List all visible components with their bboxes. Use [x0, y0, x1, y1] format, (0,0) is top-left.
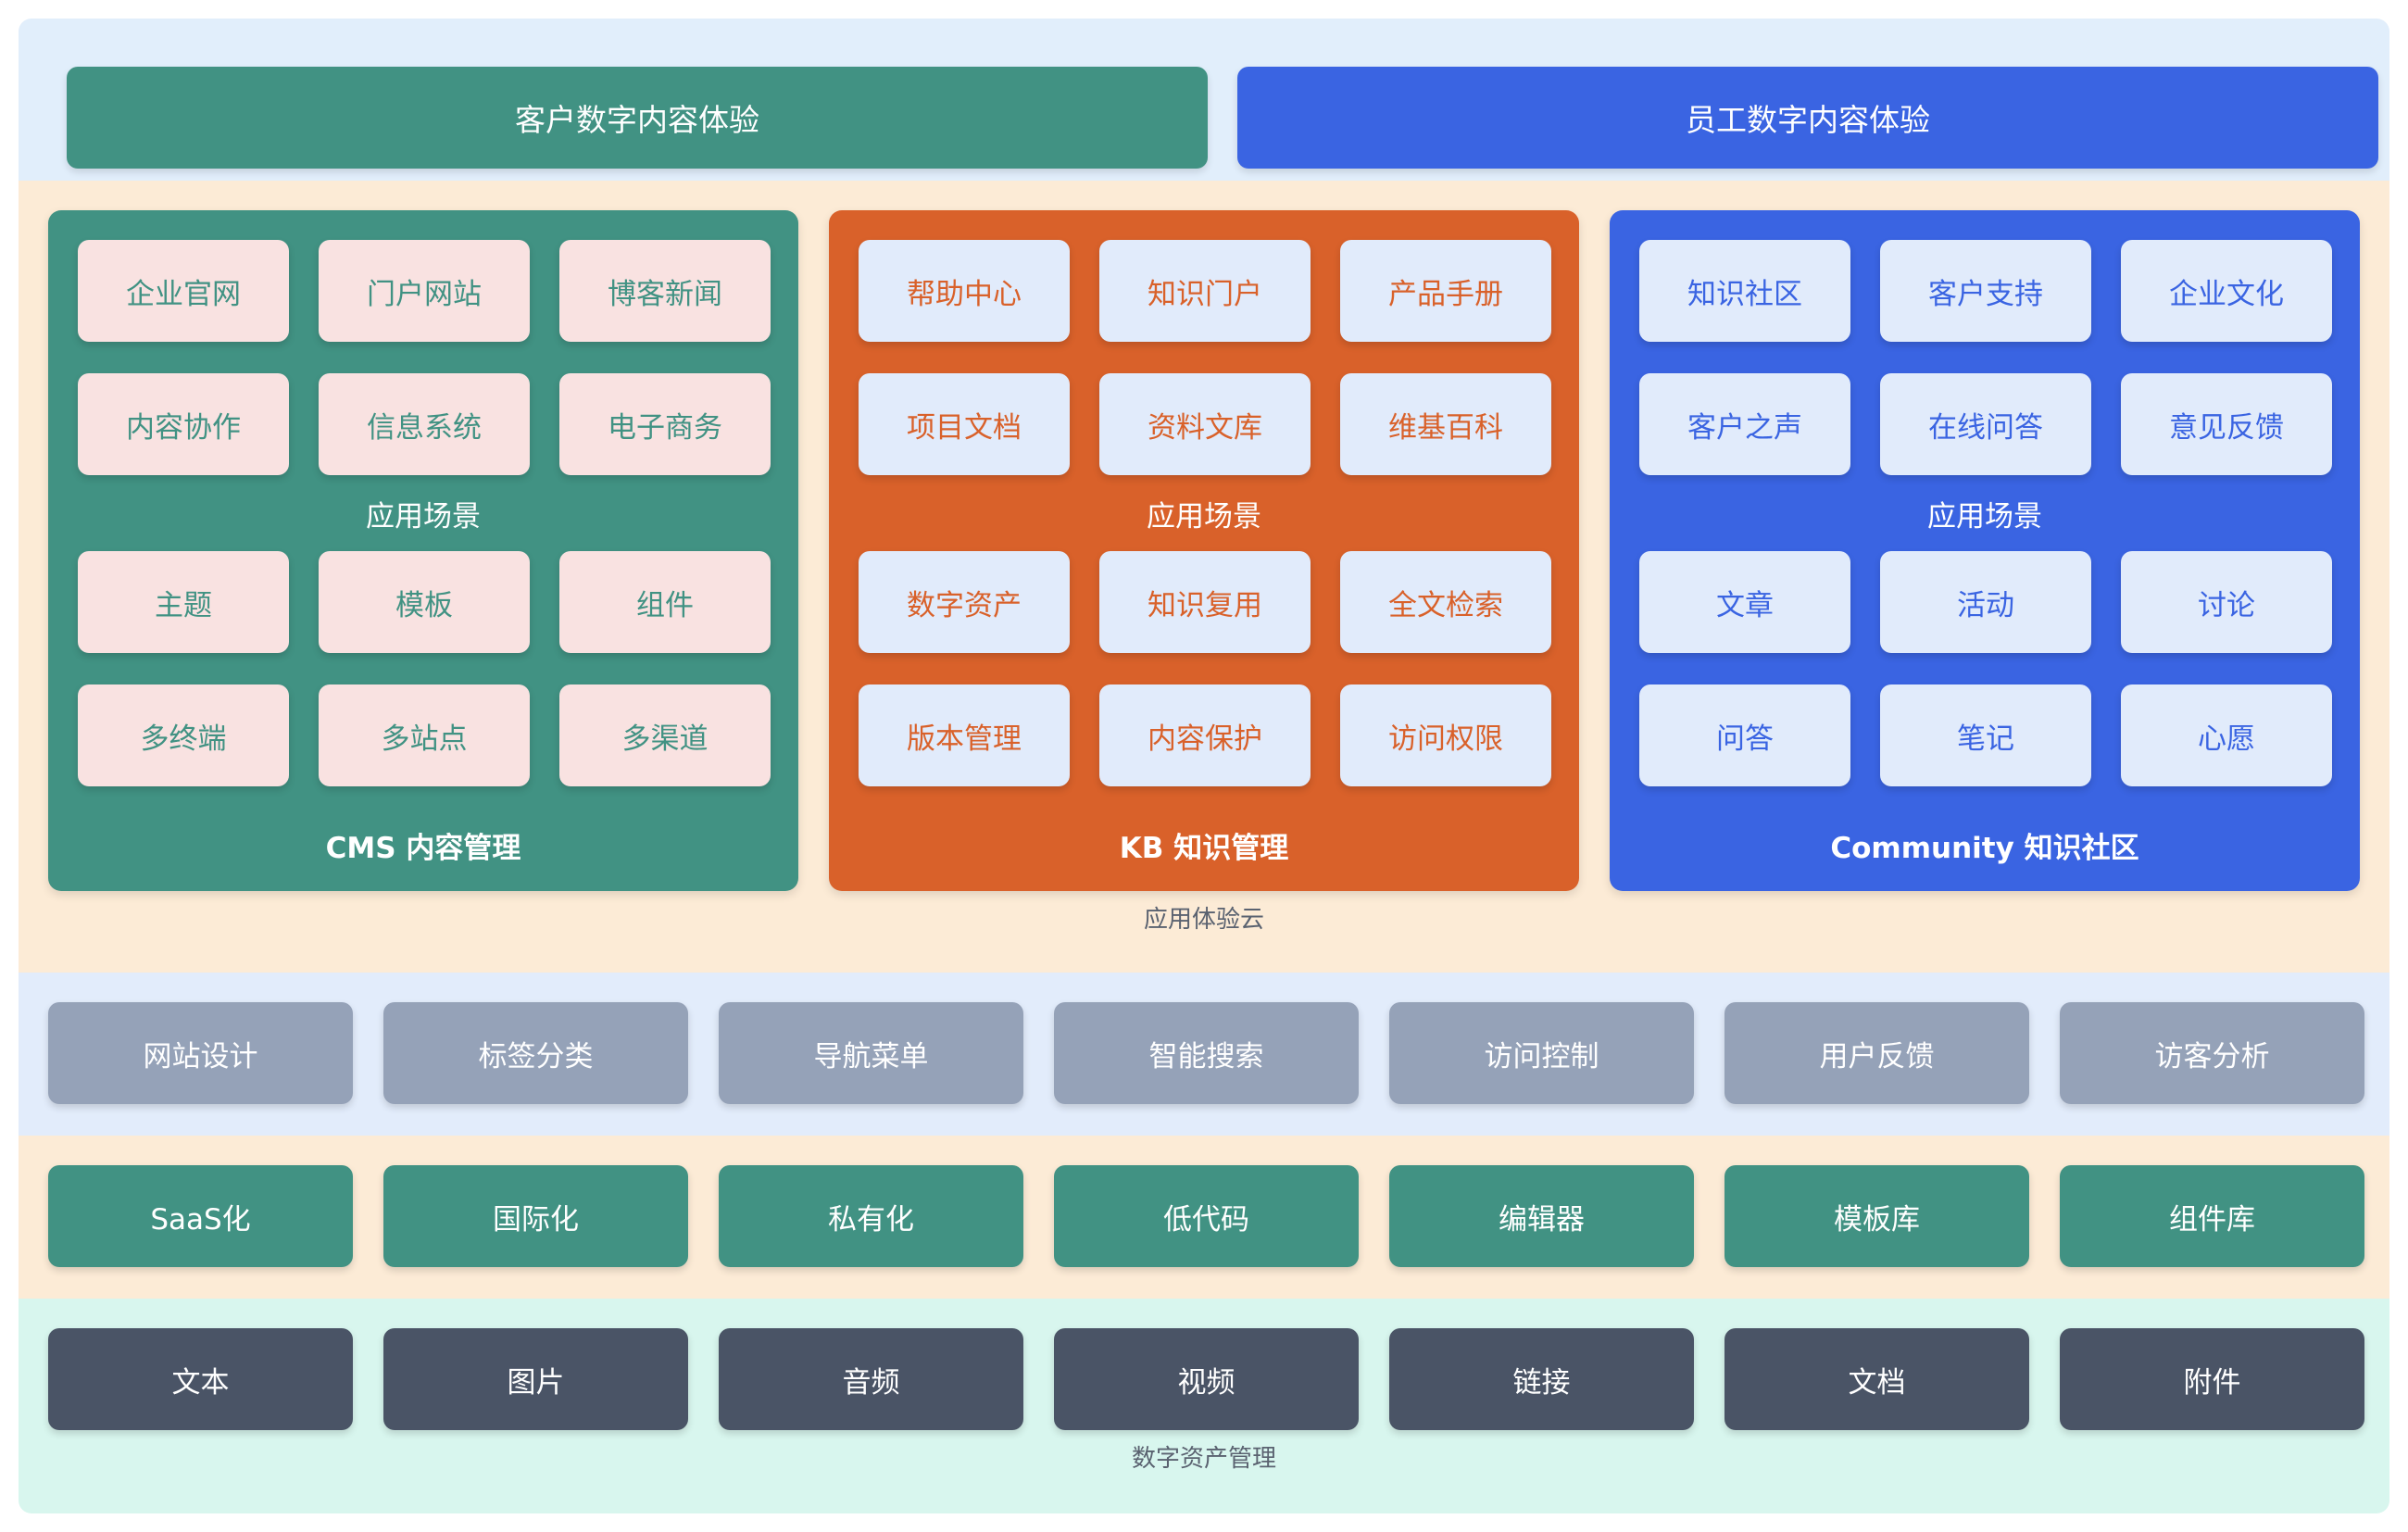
scene-label: 应用场景 — [1927, 499, 2042, 534]
feature-tile: 问答 — [1639, 684, 1850, 786]
asset-pill: 链接 — [1389, 1328, 1694, 1430]
scene-tile: 电子商务 — [559, 373, 771, 475]
feature-tile: 全文检索 — [1340, 551, 1551, 653]
asset-pill: 音频 — [719, 1328, 1023, 1430]
feature-tile: 多渠道 — [559, 684, 771, 786]
feature-tile: 讨论 — [2121, 551, 2332, 653]
scene-tile: 客户之声 — [1639, 373, 1850, 475]
feature-tile: 多终端 — [78, 684, 289, 786]
scene-tile: 维基百科 — [1340, 373, 1551, 475]
scene-tile: 项目文档 — [859, 373, 1070, 475]
scene-tile: 信息系统 — [319, 373, 530, 475]
function-pill: 网站设计 — [48, 1002, 353, 1104]
feature-tile: 多站点 — [319, 684, 530, 786]
feature-tile: 组件 — [559, 551, 771, 653]
feature-tile: 心愿 — [2121, 684, 2332, 786]
community-panel: 知识社区 客户支持 企业文化 客户之声 在线问答 意见反馈 应用场景 文章 活动… — [1610, 210, 2360, 891]
digital-asset-layer: 文本 图片 音频 视频 链接 文档 附件 数字资产管理 — [19, 1299, 2389, 1513]
tech-pill: 国际化 — [383, 1165, 688, 1267]
scene-tile: 门户网站 — [319, 240, 530, 342]
function-pill: 导航菜单 — [719, 1002, 1023, 1104]
scene-label: 应用场景 — [1147, 499, 1261, 534]
tech-layer: SaaS化 国际化 私有化 低代码 编辑器 模板库 组件库 — [19, 1136, 2389, 1299]
asset-pill: 文本 — [48, 1328, 353, 1430]
tech-pill: 模板库 — [1724, 1165, 2029, 1267]
asset-pill: 视频 — [1054, 1328, 1359, 1430]
feature-tile: 知识复用 — [1099, 551, 1311, 653]
app-cloud-caption: 应用体验云 — [1143, 905, 1264, 934]
scene-tile: 博客新闻 — [559, 240, 771, 342]
asset-pill: 图片 — [383, 1328, 688, 1430]
scene-tile: 资料文库 — [1099, 373, 1311, 475]
community-panel-title: Community 知识社区 — [1830, 831, 2139, 865]
scene-tile: 客户支持 — [1880, 240, 2091, 342]
function-pill: 访客分析 — [2060, 1002, 2364, 1104]
function-pill: 访问控制 — [1389, 1002, 1694, 1104]
asset-pill: 文档 — [1724, 1328, 2029, 1430]
tech-pill: 低代码 — [1054, 1165, 1359, 1267]
scene-tile: 企业官网 — [78, 240, 289, 342]
function-pill: 标签分类 — [383, 1002, 688, 1104]
scene-tile: 在线问答 — [1880, 373, 2091, 475]
scene-tile: 知识门户 — [1099, 240, 1311, 342]
feature-tile: 版本管理 — [859, 684, 1070, 786]
scene-label: 应用场景 — [366, 499, 481, 534]
employee-experience-bar: 员工数字内容体验 — [1237, 67, 2378, 169]
kb-panel: 帮助中心 知识门户 产品手册 项目文档 资料文库 维基百科 应用场景 数字资产 … — [829, 210, 1579, 891]
customer-experience-bar: 客户数字内容体验 — [67, 67, 1208, 169]
asset-pill: 附件 — [2060, 1328, 2364, 1430]
experience-layer: 客户数字内容体验 员工数字内容体验 — [19, 19, 2389, 181]
kb-panel-title: KB 知识管理 — [1119, 831, 1289, 865]
scene-tile: 内容协作 — [78, 373, 289, 475]
cms-panel-title: CMS 内容管理 — [325, 831, 521, 865]
tech-pill: 编辑器 — [1389, 1165, 1694, 1267]
scene-tile: 意见反馈 — [2121, 373, 2332, 475]
scene-tile: 知识社区 — [1639, 240, 1850, 342]
scene-tile: 产品手册 — [1340, 240, 1551, 342]
feature-tile: 数字资产 — [859, 551, 1070, 653]
tech-pill: 私有化 — [719, 1165, 1023, 1267]
asset-caption: 数字资产管理 — [1131, 1444, 1276, 1473]
function-pill: 智能搜索 — [1054, 1002, 1359, 1104]
tech-pill: 组件库 — [2060, 1165, 2364, 1267]
feature-tile: 主题 — [78, 551, 289, 653]
feature-tile: 访问权限 — [1340, 684, 1551, 786]
feature-tile: 笔记 — [1880, 684, 2091, 786]
tech-pill: SaaS化 — [48, 1165, 353, 1267]
function-layer: 网站设计 标签分类 导航菜单 智能搜索 访问控制 用户反馈 访客分析 — [19, 973, 2389, 1136]
feature-tile: 活动 — [1880, 551, 2091, 653]
cms-panel: 企业官网 门户网站 博客新闻 内容协作 信息系统 电子商务 应用场景 主题 模板… — [48, 210, 798, 891]
scene-tile: 企业文化 — [2121, 240, 2332, 342]
feature-tile: 内容保护 — [1099, 684, 1311, 786]
function-pill: 用户反馈 — [1724, 1002, 2029, 1104]
scene-tile: 帮助中心 — [859, 240, 1070, 342]
feature-tile: 模板 — [319, 551, 530, 653]
feature-tile: 文章 — [1639, 551, 1850, 653]
